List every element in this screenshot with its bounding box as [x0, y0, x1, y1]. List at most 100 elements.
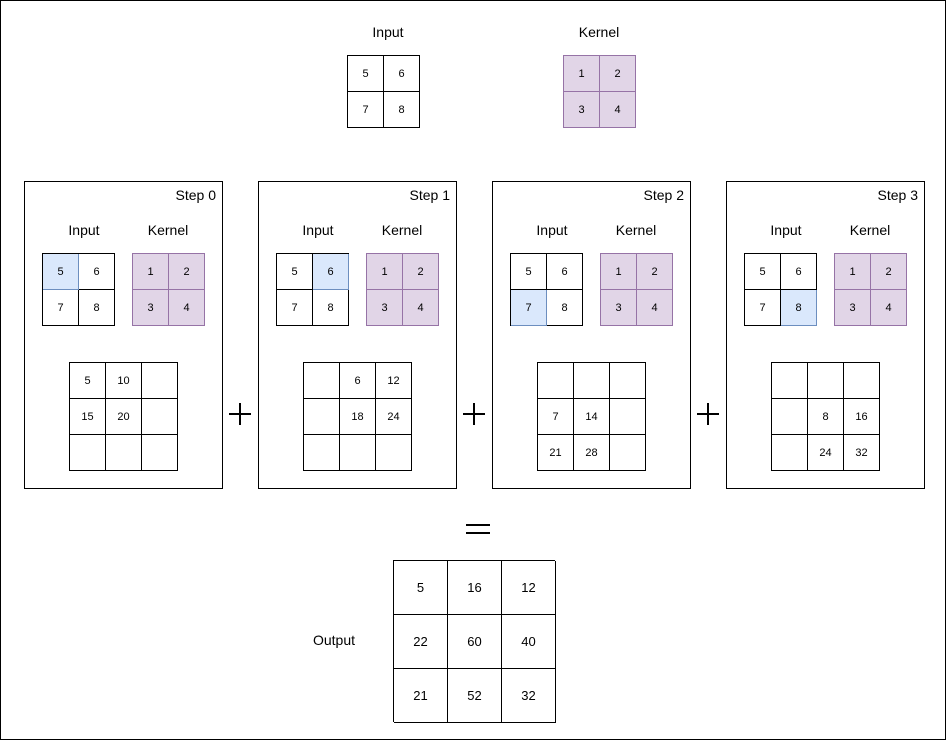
top-kernel-label: Kernel	[578, 24, 620, 40]
matrix-cell: 2	[871, 254, 907, 290]
matrix-cell: 3	[367, 290, 403, 326]
matrix-cell: 8	[79, 290, 115, 326]
matrix-cell: 6	[384, 56, 420, 92]
matrix-cell: 1	[133, 254, 169, 290]
output-label: Output	[312, 632, 356, 648]
matrix-cell	[376, 435, 412, 471]
matrix-cell: 15	[70, 399, 106, 435]
matrix-cell: 16	[448, 561, 502, 615]
step-title: Step 1	[409, 187, 450, 203]
matrix-cell: 20	[106, 399, 142, 435]
matrix-cell	[844, 363, 880, 399]
matrix-cell	[610, 399, 646, 435]
matrix-cell: 3	[835, 290, 871, 326]
matrix-cell: 5	[511, 254, 547, 290]
top-kernel-matrix: 1 2 3 4	[563, 55, 636, 128]
matrix-cell	[808, 363, 844, 399]
matrix-cell: 5	[348, 56, 384, 92]
matrix-cell: 7	[348, 92, 384, 128]
matrix-cell	[574, 363, 610, 399]
matrix-cell: 1	[601, 254, 637, 290]
matrix-cell: 8	[313, 290, 349, 326]
equals-sign	[466, 524, 490, 536]
matrix-cell: 4	[600, 92, 636, 128]
matrix-cell	[772, 399, 808, 435]
matrix-cell: 12	[502, 561, 556, 615]
matrix-cell: 4	[403, 290, 439, 326]
matrix-cell	[142, 399, 178, 435]
matrix-cell: 7	[745, 290, 781, 326]
matrix-cell: 21	[394, 669, 448, 723]
matrix-cell: 2	[637, 254, 673, 290]
step-kernel-label: Kernel	[147, 222, 189, 238]
matrix-cell	[610, 363, 646, 399]
highlighted-cell: 5	[43, 254, 79, 290]
matrix-cell: 3	[601, 290, 637, 326]
step-kernel-label: Kernel	[849, 222, 891, 238]
matrix-cell	[70, 435, 106, 471]
plus-sign	[229, 403, 251, 425]
matrix-cell: 22	[394, 615, 448, 669]
matrix-cell: 24	[808, 435, 844, 471]
matrix-cell: 3	[133, 290, 169, 326]
matrix-cell	[304, 363, 340, 399]
top-input-matrix: 5 6 7 8	[347, 55, 420, 128]
step-input-label: Input	[302, 222, 334, 238]
matrix-cell	[772, 435, 808, 471]
matrix-cell: 28	[574, 435, 610, 471]
matrix-cell: 24	[376, 399, 412, 435]
matrix-cell: 5	[70, 363, 106, 399]
matrix-cell: 7	[43, 290, 79, 326]
matrix-cell: 8	[384, 92, 420, 128]
plus-sign	[463, 403, 485, 425]
matrix-cell	[772, 363, 808, 399]
matrix-cell: 18	[340, 399, 376, 435]
matrix-cell: 40	[502, 615, 556, 669]
matrix-cell	[142, 363, 178, 399]
matrix-cell: 8	[547, 290, 583, 326]
plus-sign	[697, 403, 719, 425]
highlighted-cell: 7	[511, 290, 547, 326]
output-matrix: 5 16 12 22 60 40 21 52 32	[393, 560, 556, 723]
matrix-cell: 1	[564, 56, 600, 92]
matrix-cell: 6	[79, 254, 115, 290]
matrix-cell: 5	[745, 254, 781, 290]
matrix-cell: 7	[277, 290, 313, 326]
matrix-cell	[106, 435, 142, 471]
highlighted-cell: 6	[313, 254, 349, 290]
matrix-cell: 32	[502, 669, 556, 723]
matrix-cell: 16	[844, 399, 880, 435]
matrix-cell: 4	[637, 290, 673, 326]
matrix-cell: 7	[538, 399, 574, 435]
step-title: Step 3	[877, 187, 918, 203]
matrix-cell: 2	[403, 254, 439, 290]
matrix-cell: 4	[169, 290, 205, 326]
matrix-cell	[610, 435, 646, 471]
matrix-cell: 8	[808, 399, 844, 435]
step-input-label: Input	[536, 222, 568, 238]
step-title: Step 2	[643, 187, 684, 203]
matrix-cell: 32	[844, 435, 880, 471]
step-input-label: Input	[770, 222, 802, 238]
step-title: Step 0	[175, 187, 216, 203]
matrix-cell: 52	[448, 669, 502, 723]
matrix-cell: 6	[547, 254, 583, 290]
matrix-cell: 5	[277, 254, 313, 290]
step-kernel-label: Kernel	[381, 222, 423, 238]
matrix-cell: 6	[340, 363, 376, 399]
matrix-cell	[304, 435, 340, 471]
matrix-cell: 60	[448, 615, 502, 669]
